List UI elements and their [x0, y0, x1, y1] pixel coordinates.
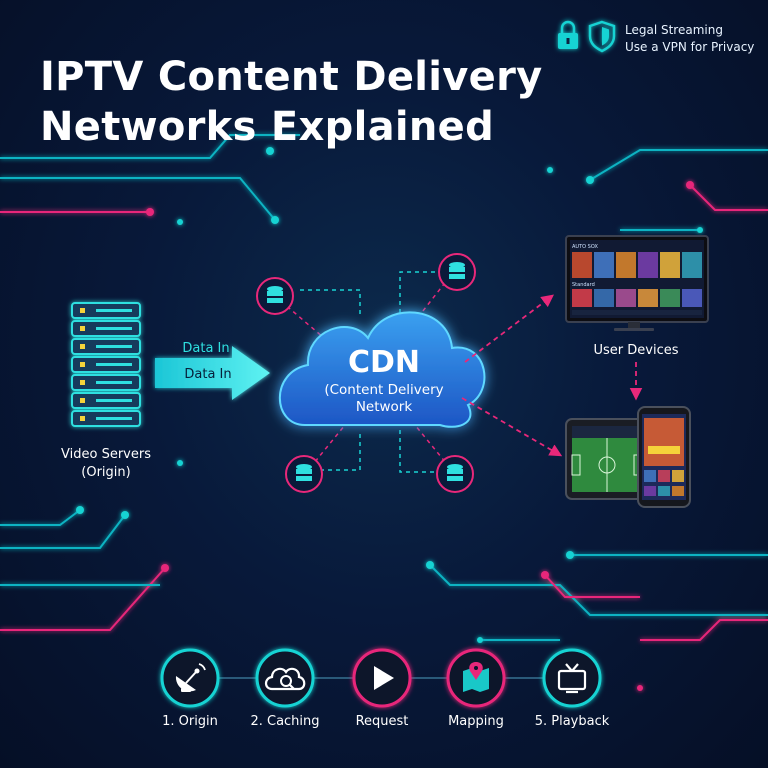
lock-icon: [558, 20, 578, 49]
step-playback[interactable]: [542, 648, 602, 708]
privacy-badge: Legal Streaming Use a VPN for Privacy: [625, 22, 754, 56]
data-in-arrow: [155, 346, 270, 400]
step-label-playback: 5. Playback: [534, 714, 610, 729]
step-label-origin: 1. Origin: [162, 714, 218, 729]
phone-device: [637, 406, 691, 508]
step-label-request: Request: [355, 714, 409, 729]
cache-node: [436, 455, 474, 493]
device-links: [461, 294, 643, 457]
tv-device: AUTO SOX Standard: [565, 235, 709, 331]
server-stack: [71, 302, 141, 427]
cache-node: [438, 253, 476, 291]
badge-line2: Use a VPN for Privacy: [625, 40, 755, 54]
cloud-search-icon: [264, 667, 306, 691]
server-unit: [71, 410, 141, 427]
cdn-subtitle-line1: (Content Delivery: [324, 382, 443, 398]
cdn-cloud: [278, 311, 486, 428]
server-unit: [71, 392, 141, 409]
server-unit: [71, 356, 141, 373]
cdn-title: CDN: [348, 345, 420, 380]
step-label-mapping: Mapping: [448, 714, 504, 729]
step-label-caching: 2. Caching: [250, 714, 320, 729]
step-caching[interactable]: [255, 648, 315, 708]
origin-label-line1: Video Servers: [61, 447, 151, 462]
user-devices-label: User Devices: [593, 343, 679, 358]
origin-label-line2: (Origin): [81, 465, 131, 480]
server-unit: [71, 320, 141, 337]
tv-row-label: Standard: [572, 282, 595, 288]
step-request[interactable]: [352, 648, 412, 708]
cache-node: [285, 455, 323, 493]
tv-header: AUTO SOX: [572, 244, 598, 250]
page-title: IPTV Content Delivery Networks Explained: [40, 52, 543, 152]
map-pin-icon: [463, 662, 489, 692]
badge-line1: Legal Streaming: [625, 23, 723, 37]
circuit-traces: [0, 134, 768, 691]
server-unit: [71, 302, 141, 319]
cdn-subtitle-line2: Network: [356, 399, 413, 415]
tv-icon: [557, 663, 587, 694]
tablet-device: [565, 418, 649, 500]
page-title-line1: IPTV Content Delivery: [40, 54, 543, 100]
server-unit: [71, 338, 141, 355]
play-icon: [374, 666, 394, 690]
step-origin[interactable]: [160, 648, 220, 708]
data-in-label-upper: Data In: [182, 341, 229, 356]
shield-icon: [588, 20, 616, 53]
data-in-label-lower: Data In: [184, 367, 231, 382]
satellite-dish-icon: [175, 663, 206, 692]
cache-node: [256, 277, 294, 315]
origin-label: Video Servers (Origin): [46, 446, 166, 482]
server-unit: [71, 374, 141, 391]
page-title-line2: Networks Explained: [40, 104, 495, 150]
step-mapping[interactable]: [446, 648, 506, 708]
